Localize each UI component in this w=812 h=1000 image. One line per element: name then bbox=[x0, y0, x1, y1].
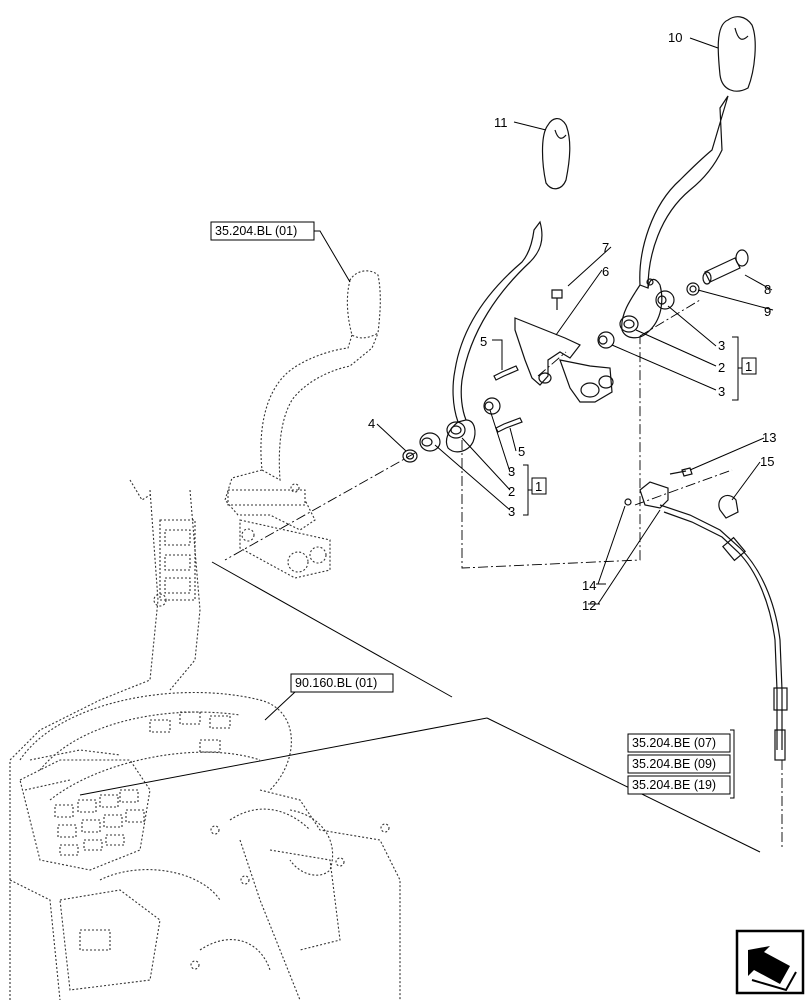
callout-8: 8 bbox=[764, 282, 771, 297]
lever-assembly-ghost bbox=[224, 270, 381, 579]
svg-text:35.204.BE (09): 35.204.BE (09) bbox=[632, 757, 716, 771]
callout-15: 15 bbox=[760, 454, 774, 469]
bolt-5-upper bbox=[493, 365, 519, 381]
callout-5-upper: 5 bbox=[480, 334, 487, 349]
cab-structure-ghost bbox=[9, 479, 401, 1000]
svg-text:90.160.BL (01): 90.160.BL (01) bbox=[295, 676, 377, 690]
lever-bracket bbox=[514, 317, 614, 403]
left-group-item-3b: 3 bbox=[508, 504, 515, 519]
callout-12: 12 bbox=[582, 598, 596, 613]
nut-3-left-b bbox=[483, 397, 501, 415]
right-lever bbox=[619, 95, 729, 339]
pin-8 bbox=[702, 249, 749, 285]
nut-3-right-b bbox=[655, 290, 675, 310]
svg-text:35.204.BE (19): 35.204.BE (19) bbox=[632, 778, 716, 792]
callout-4: 4 bbox=[368, 416, 375, 431]
callout-11: 11 bbox=[494, 115, 508, 130]
left-knob bbox=[541, 118, 571, 190]
next-page-arrow-icon[interactable] bbox=[735, 929, 805, 995]
ref-35-204-be-07[interactable]: 35.204.BE (07) bbox=[627, 733, 731, 753]
right-group-box: 1 bbox=[745, 359, 752, 374]
ref-90-160-bl-01[interactable]: 90.160.BL (01) bbox=[290, 673, 394, 693]
callout-5-lower: 5 bbox=[518, 444, 525, 459]
svg-text:35.204.BL (01): 35.204.BL (01) bbox=[215, 224, 297, 238]
bolt-5-lower bbox=[495, 417, 523, 433]
right-group-item-2: 2 bbox=[718, 360, 725, 375]
right-group-item-3b: 3 bbox=[718, 384, 725, 399]
callout-7: 7 bbox=[602, 240, 609, 255]
left-group-box: 1 bbox=[535, 479, 542, 494]
left-group-item-2: 2 bbox=[508, 484, 515, 499]
bolt-7 bbox=[551, 289, 563, 310]
callout-9: 9 bbox=[764, 304, 771, 319]
nut-3-left bbox=[419, 432, 441, 452]
ref-35-204-be-09[interactable]: 35.204.BE (09) bbox=[627, 754, 731, 774]
ref-35-204-be-19[interactable]: 35.204.BE (19) bbox=[627, 775, 731, 795]
left-lever bbox=[445, 220, 543, 453]
callout-13: 13 bbox=[762, 430, 776, 445]
right-knob bbox=[717, 16, 756, 92]
washer-9 bbox=[686, 282, 700, 296]
callout-6: 6 bbox=[602, 264, 609, 279]
svg-text:35.204.BE (07): 35.204.BE (07) bbox=[632, 736, 716, 750]
washer-4 bbox=[402, 449, 418, 463]
right-group-item-3a: 3 bbox=[718, 338, 725, 353]
left-group-item-3a: 3 bbox=[508, 464, 515, 479]
cable-assembly bbox=[624, 467, 788, 761]
callout-10: 10 bbox=[668, 30, 682, 45]
callout-14: 14 bbox=[582, 578, 596, 593]
nut-3-right bbox=[597, 331, 615, 349]
ref-35-204-bl-01[interactable]: 35.204.BL (01) bbox=[210, 221, 315, 241]
